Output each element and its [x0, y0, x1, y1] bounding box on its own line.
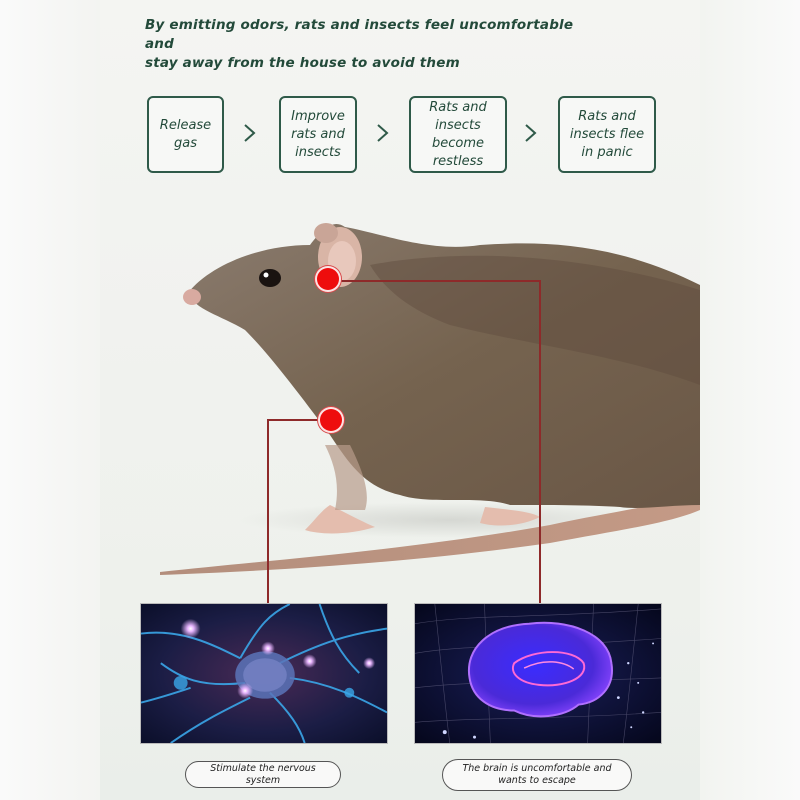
chest-connector-line-vertical: [267, 419, 269, 605]
caption-text: Stimulate the nervous system: [210, 762, 316, 786]
headline-line-1: By emitting odors, rats and insects feel…: [145, 17, 574, 52]
chest-marker-dot: [320, 409, 342, 431]
chest-connector-line: [268, 419, 330, 421]
caption-brain: The brain is uncomfortable and wants to …: [442, 759, 632, 791]
step-release-gas: Release gas: [147, 96, 224, 173]
neurons-image: [140, 603, 388, 744]
headline-line-2: stay away from the house to avoid them: [145, 55, 460, 71]
background-right: [700, 0, 800, 800]
step-improve: Improve rats and insects: [279, 96, 357, 173]
ear-connector-line: [333, 280, 540, 282]
step-restless: Rats and insects become restless: [409, 96, 507, 173]
chevron-right-icon: [243, 122, 257, 144]
step-label: Release gas: [159, 117, 212, 151]
step-flee: Rats and insects flee in panic: [558, 96, 656, 173]
ear-connector-line-vertical: [539, 280, 541, 606]
chevron-right-icon: [524, 122, 538, 144]
ear-marker-dot: [317, 268, 339, 290]
caption-text: The brain is uncomfortable and wants to …: [462, 763, 612, 786]
caption-nervous-system: Stimulate the nervous system: [185, 761, 341, 788]
step-label: Rats and insects flee in panic: [569, 108, 645, 160]
background-left: [0, 0, 100, 800]
chevron-right-icon: [376, 122, 390, 144]
step-label: Improve rats and insects: [291, 108, 345, 160]
rat-illustration: [150, 205, 700, 585]
headline: By emitting odors, rats and insects feel…: [145, 16, 605, 73]
brain-image: [414, 603, 662, 744]
step-label: Rats and insects become restless: [429, 99, 487, 169]
